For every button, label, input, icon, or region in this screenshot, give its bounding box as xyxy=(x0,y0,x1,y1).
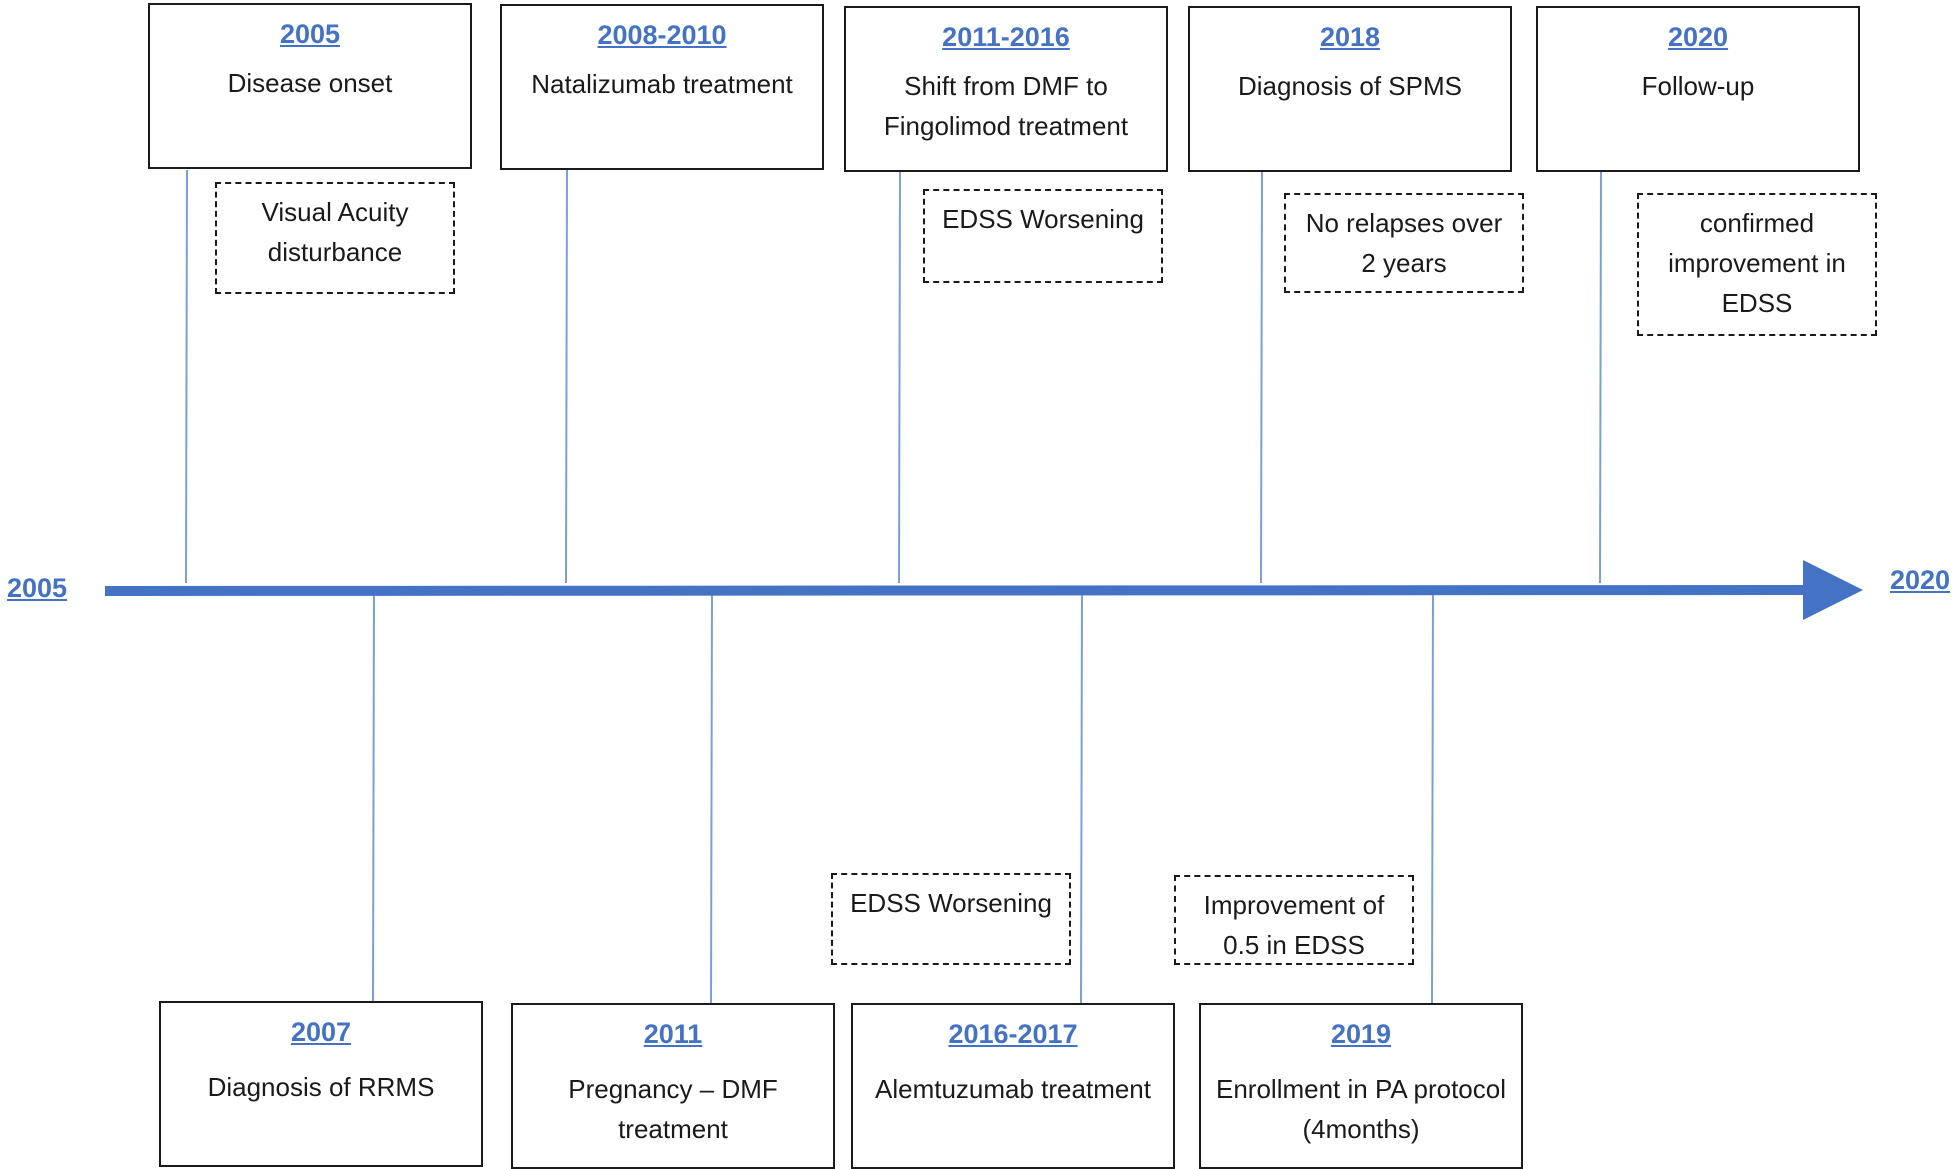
event-label: Disease onset xyxy=(227,68,393,98)
event-box-2005: 2005 Disease onset xyxy=(148,3,472,169)
event-label: Enrollment in PA protocol (4months) xyxy=(1216,1074,1506,1144)
note-improvement-0-5: Improvement of 0.5 in EDSS xyxy=(1174,875,1414,965)
event-year: 2011 xyxy=(643,1019,703,1049)
connector-2020 xyxy=(1599,169,1602,584)
connector-2016-2017 xyxy=(1080,588,1083,1006)
event-year: 2020 xyxy=(1667,22,1729,52)
event-box-2018: 2018 Diagnosis of SPMS xyxy=(1188,6,1512,172)
timeline-end-label: 2020 xyxy=(1890,565,1951,595)
connector-2019 xyxy=(1431,588,1434,1006)
event-box-2019: 2019 Enrollment in PA protocol (4months) xyxy=(1199,1003,1523,1169)
note-edss-worsening-top: EDSS Worsening xyxy=(923,189,1163,283)
event-year: 2011-2016 xyxy=(942,22,1070,52)
event-year: 2008-2010 xyxy=(597,20,727,50)
event-label: Pregnancy – DMF treatment xyxy=(568,1074,778,1144)
connector-2005 xyxy=(185,169,188,584)
event-box-2008-2010: 2008-2010 Natalizumab treatment xyxy=(500,4,824,170)
event-box-2007: 2007 Diagnosis of RRMS xyxy=(159,1001,483,1167)
note-edss-worsening-bottom: EDSS Worsening xyxy=(831,873,1071,965)
event-year: 2016-2017 xyxy=(948,1019,1078,1049)
event-box-2016-2017: 2016-2017 Alemtuzumab treatment xyxy=(851,1003,1175,1169)
connector-2011-2016 xyxy=(898,171,901,584)
event-year: 2005 xyxy=(279,19,341,49)
connector-2018 xyxy=(1260,171,1263,584)
event-box-2011-2016: 2011-2016 Shift from DMF to Fingolimod t… xyxy=(844,6,1168,172)
event-label: Diagnosis of SPMS xyxy=(1238,71,1462,101)
event-box-2020: 2020 Follow-up xyxy=(1536,6,1860,172)
connector-2008-2010 xyxy=(565,169,568,584)
note-no-relapses: No relapses over 2 years xyxy=(1284,193,1524,293)
event-label: Alemtuzumab treatment xyxy=(874,1074,1151,1104)
event-box-2011: 2011 Pregnancy – DMF treatment xyxy=(511,1003,835,1169)
timeline-arrow xyxy=(104,560,1863,621)
note-visual-acuity: Visual Acuity disturbance xyxy=(215,182,455,294)
event-label: Natalizumab treatment xyxy=(531,69,793,99)
note-confirmed-improvement: confirmed improvement in EDSS xyxy=(1637,193,1877,336)
event-year: 2007 xyxy=(290,1017,352,1047)
event-year: 2018 xyxy=(1319,22,1381,52)
event-label: Shift from DMF to Fingolimod treatment xyxy=(883,71,1129,141)
timeline-start-label: 2005 xyxy=(7,573,68,603)
event-label: Diagnosis of RRMS xyxy=(207,1072,435,1102)
event-label: Follow-up xyxy=(1641,71,1755,101)
connector-2011 xyxy=(710,588,713,1006)
connector-2007 xyxy=(372,588,375,1004)
event-year: 2019 xyxy=(1330,1019,1392,1049)
